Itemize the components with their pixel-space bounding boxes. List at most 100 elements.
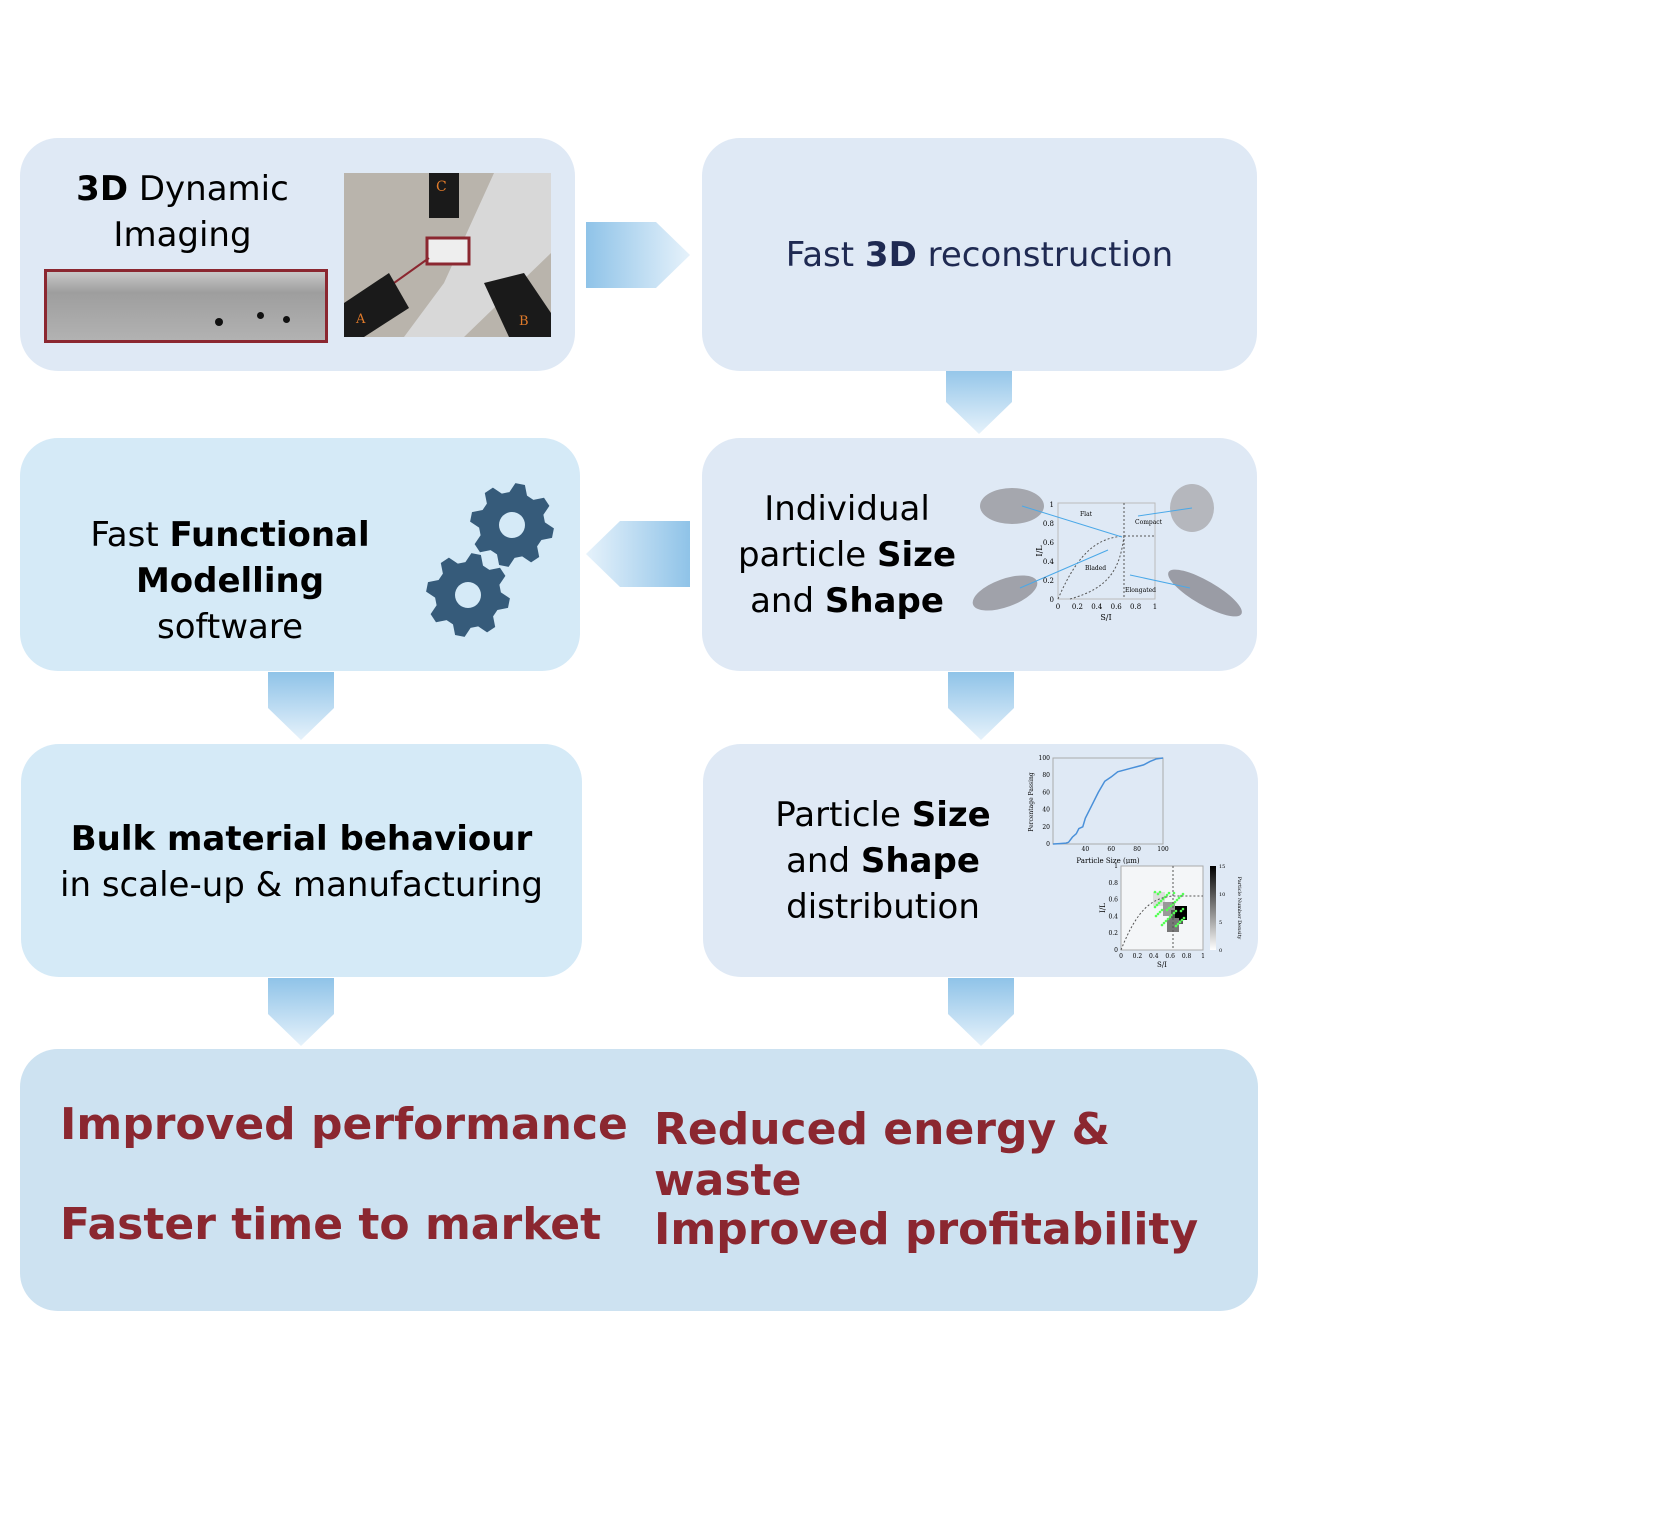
data-point [1155, 903, 1159, 907]
data-point [1154, 914, 1158, 918]
y-tick-label: 0.4 [1043, 558, 1055, 566]
data-point [1156, 892, 1160, 896]
data-point [1162, 921, 1166, 925]
data-point [1165, 893, 1169, 897]
particle-flat [980, 488, 1044, 524]
data-point [1179, 909, 1183, 913]
x-tick-label: 0 [1056, 603, 1060, 611]
reconstruction-title: Fast 3D reconstruction [785, 235, 1174, 275]
data-point [1166, 917, 1170, 921]
x-tick-label: 1 [1153, 603, 1157, 611]
x-tick-label: 0.4 [1091, 603, 1103, 611]
colorbar-label: Particle Number Density [1236, 877, 1242, 940]
outcome-profitability: Improved profitability [654, 1204, 1199, 1255]
data-point [1167, 906, 1171, 910]
y-tick-label: 1 [1114, 863, 1118, 870]
arrow-right [586, 222, 690, 288]
arrow-down [948, 672, 1014, 740]
data-point [1175, 898, 1179, 902]
x-tick-label: 0.4 [1149, 953, 1159, 960]
y-axis-label: I/L [1099, 903, 1107, 913]
y-tick-label: 0.6 [1043, 539, 1055, 547]
y-axis-label: I/L [1035, 545, 1044, 557]
x-tick-label: 80 [1133, 846, 1141, 853]
data-point [1160, 908, 1164, 912]
region-label: Bladed [1085, 565, 1106, 572]
camera-label: A [355, 312, 366, 327]
y-tick-label: 0.8 [1043, 520, 1054, 528]
data-point [1156, 912, 1160, 916]
region-label: Flat [1080, 511, 1093, 518]
data-point [1169, 904, 1173, 908]
data-point [1153, 905, 1157, 909]
outcome-energy-waste: Reduced energy & waste [654, 1104, 1110, 1206]
data-point [1180, 918, 1184, 922]
x-tick-label: 0.6 [1165, 953, 1175, 960]
reconstruction-box: Fast 3D reconstruction [702, 138, 1257, 371]
x-axis-label: Particle Size (μm) [1076, 857, 1140, 864]
x-tick-label: 0.8 [1130, 603, 1141, 611]
data-point [1172, 891, 1176, 895]
y-tick-label: 0 [1050, 596, 1054, 604]
data-point [1176, 922, 1180, 926]
y-tick-label: 0.8 [1108, 880, 1118, 887]
data-point [1157, 901, 1161, 905]
y-axis-label: Percentage Passing [1028, 772, 1035, 832]
arrow-down [948, 978, 1014, 1046]
data-point [1158, 910, 1162, 914]
data-point [1179, 894, 1183, 898]
outcome-performance: Improved performance [60, 1099, 628, 1150]
data-point [1164, 919, 1168, 923]
particle-bladed [972, 575, 1038, 611]
outcome-time-to-market: Faster time to market [60, 1199, 602, 1250]
arrow-left [586, 521, 690, 587]
data-point [1167, 891, 1171, 895]
x-axis-label: S/I [1100, 613, 1111, 622]
gears-icon [426, 483, 554, 637]
camera-label: C [436, 179, 447, 195]
colorbar-tick: 10 [1219, 892, 1225, 898]
data-point [1181, 892, 1185, 896]
colorbar-tick: 5 [1219, 920, 1222, 926]
x-tick-label: 0.2 [1072, 603, 1083, 611]
camera-label: B [519, 314, 529, 329]
y-tick-label: 60 [1042, 789, 1050, 796]
y-tick-label: 40 [1042, 807, 1050, 814]
y-tick-label: 0 [1114, 947, 1118, 954]
region-label: Compact [1135, 519, 1163, 526]
data-point [1153, 890, 1157, 894]
y-tick-label: 0.2 [1043, 577, 1054, 585]
x-tick-label: 0.6 [1111, 603, 1123, 611]
y-tick-label: 80 [1042, 772, 1050, 779]
data-point [1168, 915, 1172, 919]
region-label: Elongated [1125, 587, 1156, 594]
data-point [1173, 900, 1177, 904]
y-tick-label: 0.6 [1108, 897, 1118, 904]
data-point [1182, 916, 1186, 920]
y-tick-label: 0.2 [1108, 930, 1118, 937]
x-axis-label: S/I [1157, 961, 1167, 969]
colorbar [1210, 866, 1216, 950]
data-point [1159, 899, 1163, 903]
y-tick-label: 0.4 [1108, 913, 1118, 920]
heatmap-cell [1167, 918, 1179, 932]
arrow-down [268, 672, 334, 740]
x-tick-label: 1 [1201, 953, 1205, 960]
particle-strip-image [44, 269, 328, 343]
y-tick-label: 20 [1042, 824, 1050, 831]
data-point [1174, 924, 1178, 928]
data-point [1165, 908, 1169, 912]
data-point [1160, 923, 1164, 927]
data-point [1174, 909, 1178, 913]
